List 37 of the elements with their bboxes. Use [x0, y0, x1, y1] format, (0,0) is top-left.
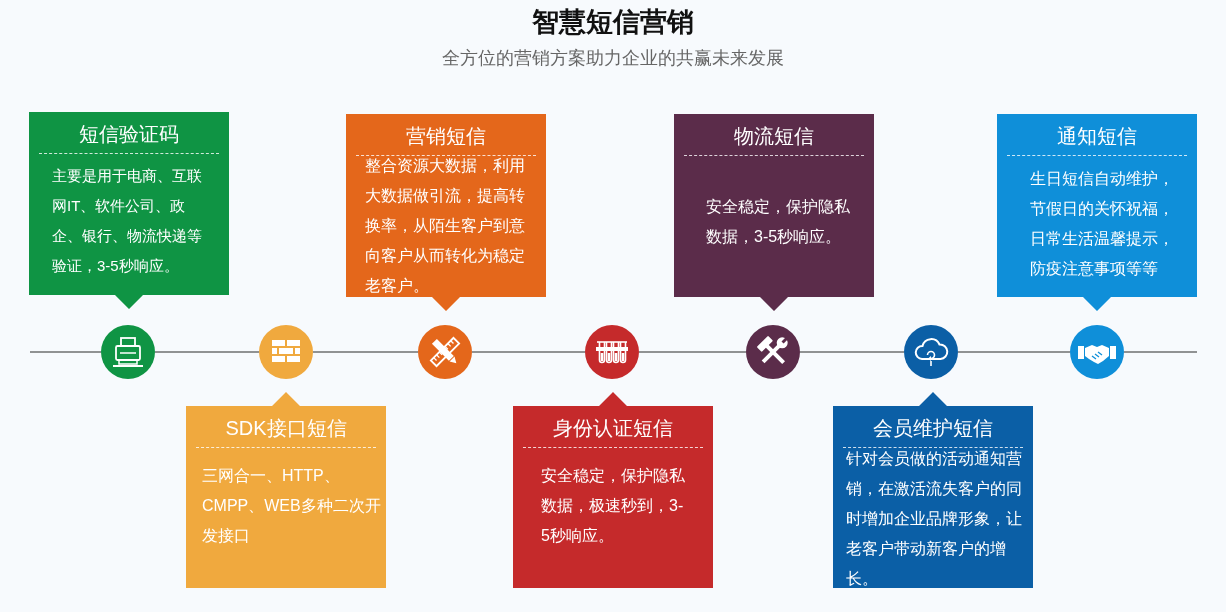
callout-box	[833, 392, 1033, 588]
timeline-line	[957, 351, 1071, 353]
callout-box	[186, 392, 386, 588]
callout-box	[29, 112, 229, 309]
timeline-line	[154, 351, 260, 353]
timeline-line	[638, 351, 747, 353]
callout-box	[346, 114, 546, 311]
callout-box	[997, 114, 1197, 311]
callout-text: 主要是用于电商、互联网IT、软件公司、政企、银行、物流快递等验证，3-5秒响应。	[52, 166, 203, 276]
brick-wall-icon	[259, 325, 313, 379]
callout-title: 身份认证短信	[523, 406, 703, 448]
callout-text: 安全稳定，保护隐私数据，3-5秒响应。	[706, 197, 851, 247]
callout-text: 针对会员做的活动通知营销，在激活流失客户的同时增加企业品牌形象，让老客户带动新客户的增长。	[846, 449, 1023, 589]
callout-text: 三网合一、HTTP、CMPP、WEB多种二次开发接口	[202, 466, 382, 546]
callout-text: 整合资源大数据，利用大数据做引流，提高转换率，从陌生客户到意向客户从而转化为稳定老客户。	[365, 156, 526, 296]
callout-title: 物流短信	[684, 114, 864, 156]
callout-text: 生日短信自动维护，节假日的关怀祝福，日常生活温馨提示，防疫注意事项等等	[1030, 169, 1175, 279]
test-tube-rack-icon	[585, 325, 639, 379]
subtitle: 全方位的营销方案助力企业的共赢未来发展	[442, 47, 784, 69]
callout-title: 短信验证码	[39, 112, 219, 154]
callout-title: 会员维护短信	[843, 406, 1023, 448]
hammer-wrench-icon	[746, 325, 800, 379]
timeline-line	[29, 351, 102, 353]
ruler-pencil-icon	[418, 325, 472, 379]
callout-title: 通知短信	[1007, 114, 1187, 156]
timeline-line	[471, 351, 586, 353]
callout-box	[674, 114, 874, 311]
title: 智慧短信营销	[532, 6, 694, 38]
timeline-line	[1123, 351, 1198, 353]
printer-icon	[101, 325, 155, 379]
cloud-sync-icon	[904, 325, 958, 379]
timeline-line	[799, 351, 905, 353]
callout-title: SDK接口短信	[196, 406, 376, 448]
callout-text: 安全稳定，保护隐私数据，极速秒到，3-5秒响应。	[541, 466, 686, 546]
handshake-icon	[1070, 325, 1124, 379]
callout-box	[513, 392, 713, 588]
timeline-line	[312, 351, 419, 353]
